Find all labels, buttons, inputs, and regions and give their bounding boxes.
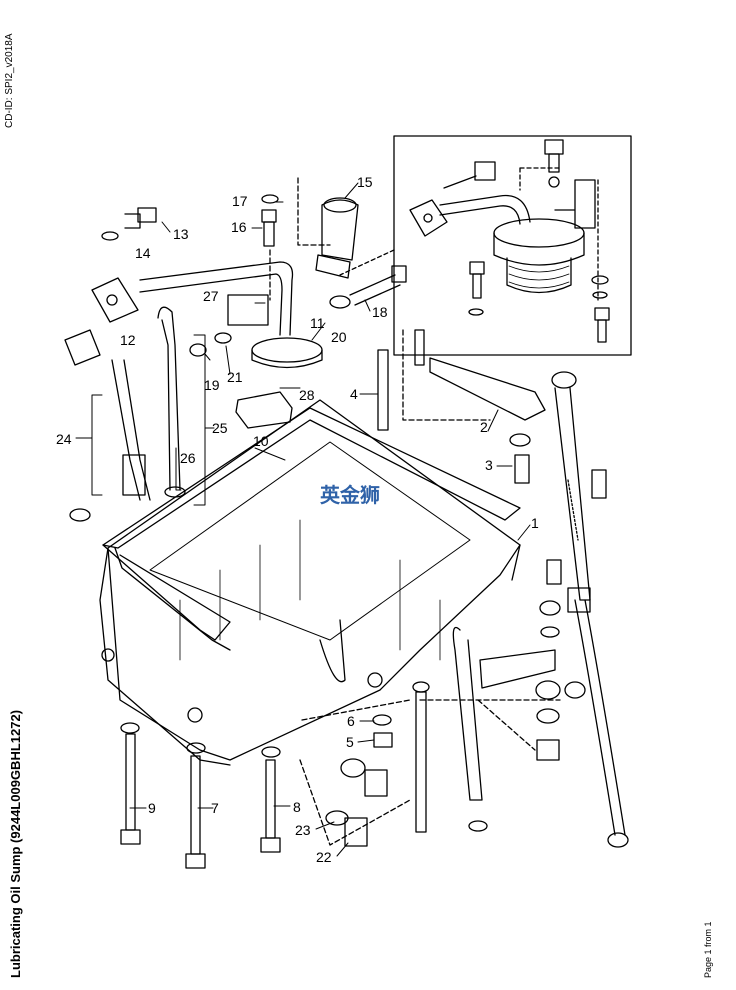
sump-pan: [99, 399, 521, 766]
callout-22: 22: [316, 849, 332, 865]
callout-20: 20: [331, 329, 347, 345]
callout-28: 28: [299, 387, 315, 403]
pickup-pipe: [91, 261, 323, 369]
callout-6: 6: [347, 713, 355, 729]
callout-9: 9: [148, 800, 156, 816]
callout-numbers: 1 2 3 4 5 6 7 8 9 10 11 12 13 14 15 16 1…: [56, 174, 539, 865]
drain-plug-group: [299, 699, 411, 847]
callout-19: 19: [204, 377, 220, 393]
callout-2: 2: [480, 419, 488, 435]
callout-18: 18: [372, 304, 388, 320]
callout-24: 24: [56, 431, 72, 447]
callout-8: 8: [293, 799, 301, 815]
callout-leaders: [75, 182, 531, 857]
callout-13: 13: [173, 226, 189, 242]
watermark-text: 英金狮: [320, 483, 380, 507]
callout-11: 11: [310, 315, 325, 331]
callout-4: 4: [350, 386, 358, 402]
callout-16: 16: [231, 219, 247, 235]
sump-gasket: [102, 407, 521, 641]
callout-17: 17: [232, 193, 248, 209]
callout-1: 1: [531, 515, 539, 531]
callout-14: 14: [135, 245, 151, 261]
strainer-detail-inset: [339, 135, 632, 356]
callout-25: 25: [212, 420, 228, 436]
callout-26: 26: [180, 450, 196, 466]
callout-21: 21: [227, 369, 243, 385]
callout-12: 12: [120, 332, 136, 348]
dipstick-right: [551, 371, 629, 848]
callout-15: 15: [357, 174, 373, 190]
callout-10: 10: [253, 433, 269, 449]
callout-7: 7: [211, 800, 219, 816]
lower-right-parts: [412, 559, 591, 833]
callout-3: 3: [485, 457, 493, 473]
small-parts-top: [101, 177, 407, 429]
callout-5: 5: [346, 734, 354, 750]
baffle-and-studs: [377, 329, 607, 499]
callout-27: 27: [203, 288, 219, 304]
long-bolts: [120, 722, 281, 869]
callout-23: 23: [295, 822, 311, 838]
dipstick-left: [64, 306, 186, 522]
